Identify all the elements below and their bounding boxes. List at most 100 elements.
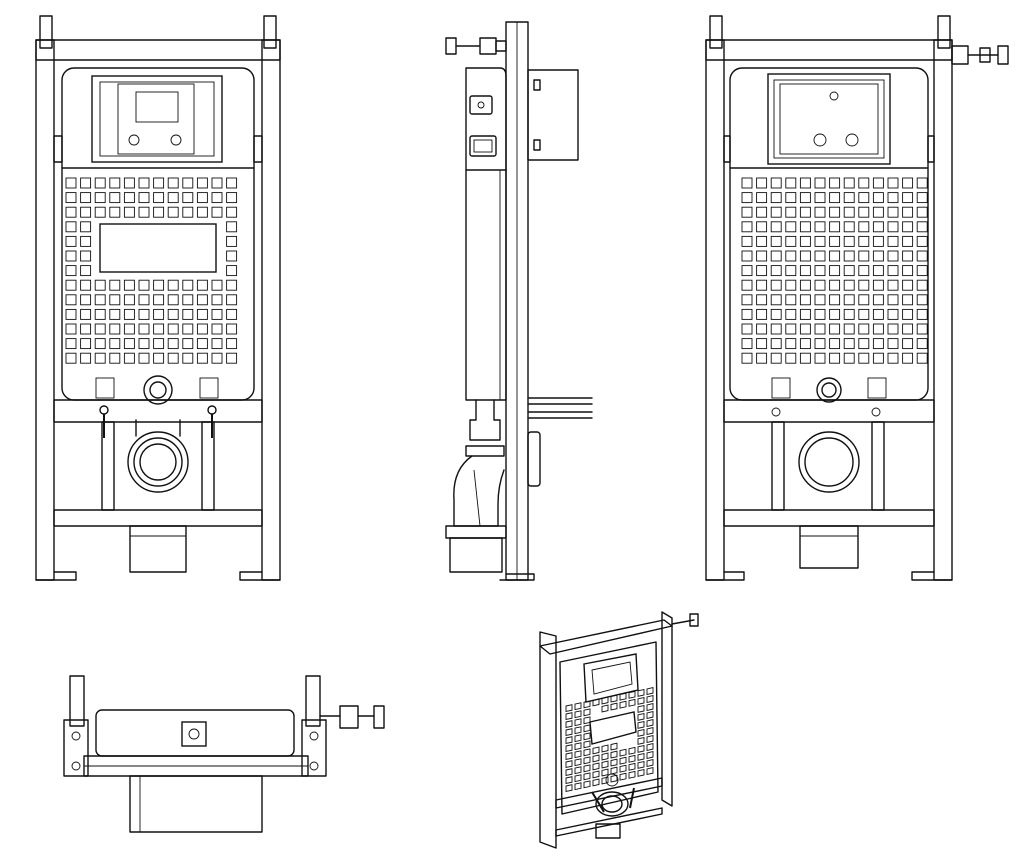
- grid-cell: [741, 235, 753, 247]
- grid-cell: [741, 265, 753, 277]
- grid-cell: [80, 177, 92, 189]
- right-upright: [261, 39, 281, 581]
- grid-cell: [592, 778, 600, 787]
- grid-cell: [916, 308, 928, 320]
- grid-cell: [601, 760, 609, 769]
- grid-cell: [153, 192, 165, 204]
- grid-cell: [138, 206, 150, 218]
- grid-cell: [138, 294, 150, 306]
- grid-cell: [916, 338, 928, 350]
- grid-cell: [770, 308, 782, 320]
- iso-label-window: [589, 711, 637, 745]
- top-view-pipe-stub: [129, 775, 263, 833]
- water-inlet-ring: [143, 375, 173, 405]
- grid-cell: [902, 352, 914, 364]
- side-flange: [527, 431, 541, 487]
- grid-cell: [583, 724, 591, 733]
- grid-cell: [123, 279, 135, 291]
- grid-cell: [799, 192, 811, 204]
- grid-cell: [167, 323, 179, 335]
- grid-cell: [211, 206, 223, 218]
- top-view: [63, 675, 385, 833]
- grid-cell: [226, 177, 238, 189]
- grid-cell: [756, 352, 768, 364]
- grid-cell: [756, 308, 768, 320]
- grid-cell: [80, 235, 92, 247]
- grid-cell: [109, 177, 121, 189]
- grid-cell: [80, 192, 92, 204]
- grid-cell: [916, 206, 928, 218]
- grid-cell: [799, 250, 811, 262]
- top-view-right-post: [305, 675, 321, 727]
- grid-cell: [756, 192, 768, 204]
- grid-cell: [872, 265, 884, 277]
- grid-cell: [646, 711, 654, 719]
- grid-cell: [565, 704, 573, 713]
- grid-cell: [583, 732, 591, 741]
- grid-cell: [65, 294, 77, 306]
- grid-cell: [167, 279, 179, 291]
- side-view: [445, 21, 593, 581]
- grid-cell: [843, 352, 855, 364]
- grid-cell: [858, 265, 870, 277]
- grid-cell: [902, 250, 914, 262]
- top-view-valve-box: [181, 721, 207, 747]
- grid-cell: [799, 323, 811, 335]
- rear-tile-grid: [741, 177, 928, 364]
- grid-cell: [916, 265, 928, 277]
- grid-cell: [80, 221, 92, 233]
- grid-cell: [196, 323, 208, 335]
- grid-cell: [592, 698, 600, 707]
- grid-cell: [167, 206, 179, 218]
- grid-cell: [109, 323, 121, 335]
- grid-cell: [637, 704, 645, 713]
- grid-cell: [858, 177, 870, 189]
- grid-cell: [619, 692, 627, 701]
- grid-cell: [583, 764, 591, 773]
- grid-cell: [226, 308, 238, 320]
- grid-cell: [887, 279, 899, 291]
- grid-cell: [887, 221, 899, 233]
- grid-cell: [756, 206, 768, 218]
- grid-cell: [770, 192, 782, 204]
- grid-cell: [646, 719, 654, 727]
- grid-cell: [785, 221, 797, 233]
- grid-cell: [182, 338, 194, 350]
- grid-cell: [211, 323, 223, 335]
- grid-cell: [872, 235, 884, 247]
- grid-cell: [226, 323, 238, 335]
- rear-top-rail: [705, 39, 953, 61]
- rear-inlet-ring: [816, 377, 842, 403]
- grid-cell: [211, 177, 223, 189]
- front-view: [35, 15, 281, 581]
- grid-cell: [872, 294, 884, 306]
- grid-cell: [646, 735, 654, 743]
- iso-left-upright: [539, 631, 557, 849]
- grid-cell: [785, 177, 797, 189]
- grid-cell: [872, 279, 884, 291]
- grid-cell: [138, 177, 150, 189]
- grid-cell: [887, 338, 899, 350]
- grid-cell: [601, 704, 609, 713]
- grid-cell: [814, 308, 826, 320]
- grid-cell: [182, 279, 194, 291]
- top-view-left-post: [69, 675, 85, 727]
- grid-cell: [916, 279, 928, 291]
- grid-cell: [872, 177, 884, 189]
- grid-cell: [829, 294, 841, 306]
- top-view-valve-nut: [339, 705, 359, 729]
- grid-cell: [872, 206, 884, 218]
- grid-cell: [646, 687, 654, 695]
- grid-cell: [916, 294, 928, 306]
- grid-cell: [565, 752, 573, 761]
- grid-cell: [94, 177, 106, 189]
- rear-bottom-rail: [723, 509, 935, 527]
- grid-cell: [628, 698, 636, 707]
- grid-cell: [770, 177, 782, 189]
- grid-cell: [814, 250, 826, 262]
- grid-cell: [637, 728, 645, 737]
- grid-cell: [902, 294, 914, 306]
- grid-cell: [80, 250, 92, 262]
- grid-cell: [574, 750, 582, 759]
- grid-cell: [770, 265, 782, 277]
